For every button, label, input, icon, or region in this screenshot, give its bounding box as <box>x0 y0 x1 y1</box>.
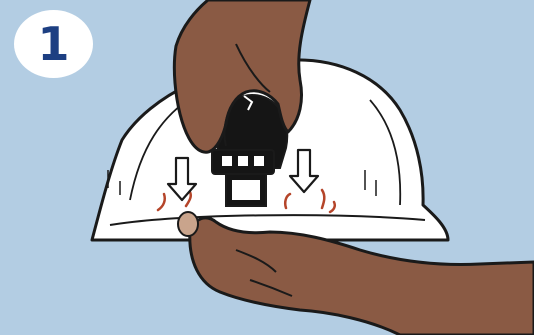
thumb-nail <box>178 212 198 236</box>
step-number: 1 <box>37 21 69 67</box>
step-badge: 1 <box>14 10 93 78</box>
